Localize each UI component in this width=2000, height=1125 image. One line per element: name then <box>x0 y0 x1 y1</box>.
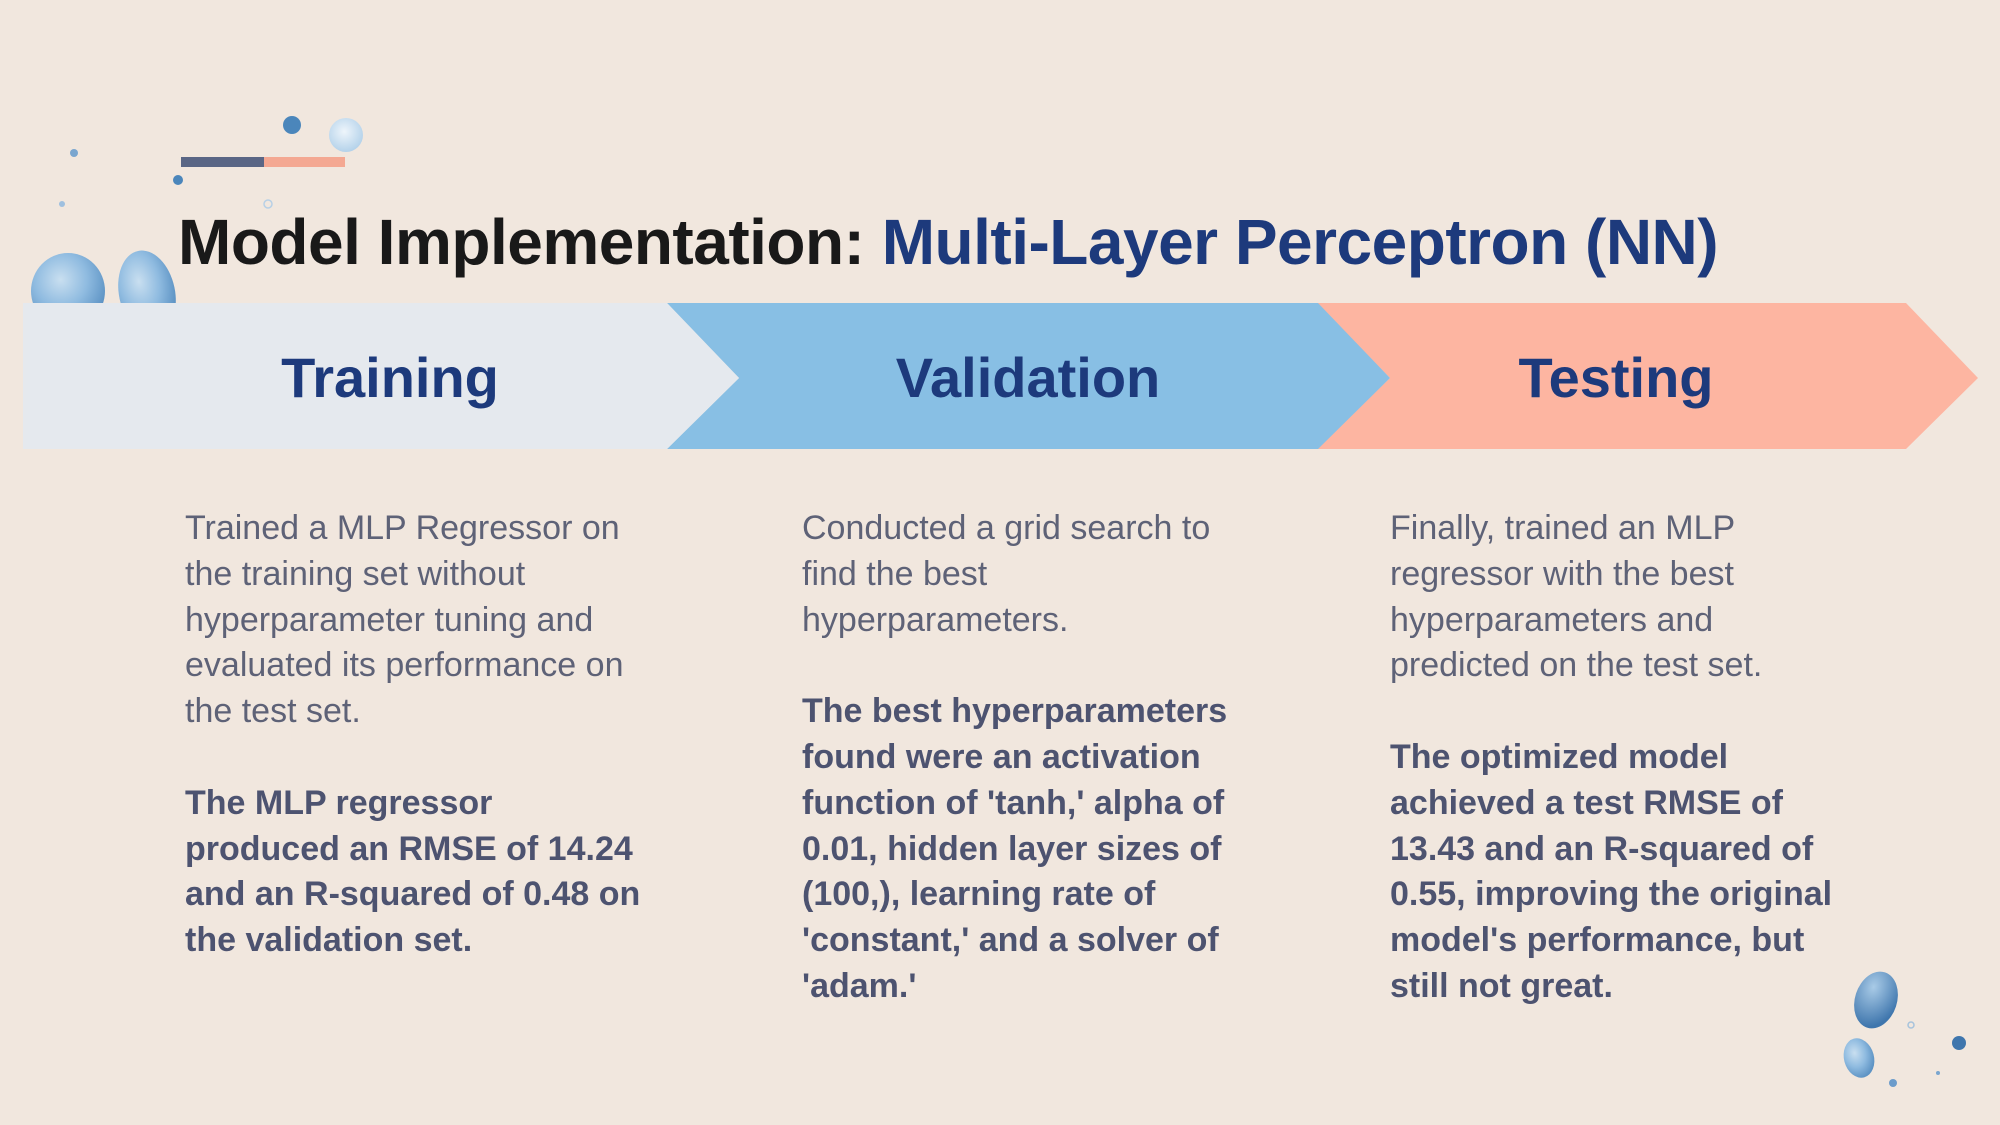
stage-column-validation: Conducted a grid search to find the best… <box>802 506 1252 1010</box>
stage-arrow-training <box>23 303 739 449</box>
stage-label-validation: Validation <box>895 346 1161 409</box>
stage-result: The optimized model achieved a test RMSE… <box>1390 737 1833 1005</box>
page-title-highlight: Multi-Layer Perceptron (NN) <box>881 206 1719 278</box>
droplet-icon <box>1952 1036 1966 1050</box>
page-title: Model Implementation: Multi-Layer Percep… <box>178 205 1719 279</box>
stage-result: The MLP regressor produced an RMSE of 14… <box>185 783 641 960</box>
droplet-icon <box>1936 1071 1940 1075</box>
droplet-icon <box>1843 1038 1875 1078</box>
droplet-icon <box>1854 971 1898 1029</box>
stage-description: Conducted a grid search to find the best… <box>802 509 1211 639</box>
stage-column-training: Trained a MLP Regressor on the training … <box>185 506 645 964</box>
stage-column-testing: Finally, trained an MLP regressor with t… <box>1390 506 1860 1010</box>
stage-label-testing: Testing <box>1518 346 1714 409</box>
title-accent-bar <box>181 157 345 167</box>
droplet-icon <box>70 149 78 157</box>
droplet-icon <box>1907 1021 1915 1029</box>
stage-description: Finally, trained an MLP regressor with t… <box>1390 509 1763 685</box>
droplet-icon <box>59 201 65 207</box>
droplet-icon <box>173 175 183 185</box>
droplet-icon <box>263 199 273 209</box>
droplet-icon <box>283 116 301 134</box>
stage-label-training: Training <box>281 346 499 409</box>
stage-arrow-testing <box>1316 303 1978 449</box>
droplet-icon <box>329 118 363 152</box>
accent-bar-dark-segment <box>181 157 264 167</box>
page-title-prefix: Model Implementation: <box>178 206 882 278</box>
accent-bar-light-segment <box>264 157 345 167</box>
stage-description: Trained a MLP Regressor on the training … <box>185 509 624 731</box>
stage-result: The best hyperparameters found were an a… <box>802 692 1228 1005</box>
droplet-icon <box>1889 1079 1897 1087</box>
stage-arrow-validation <box>667 303 1390 449</box>
